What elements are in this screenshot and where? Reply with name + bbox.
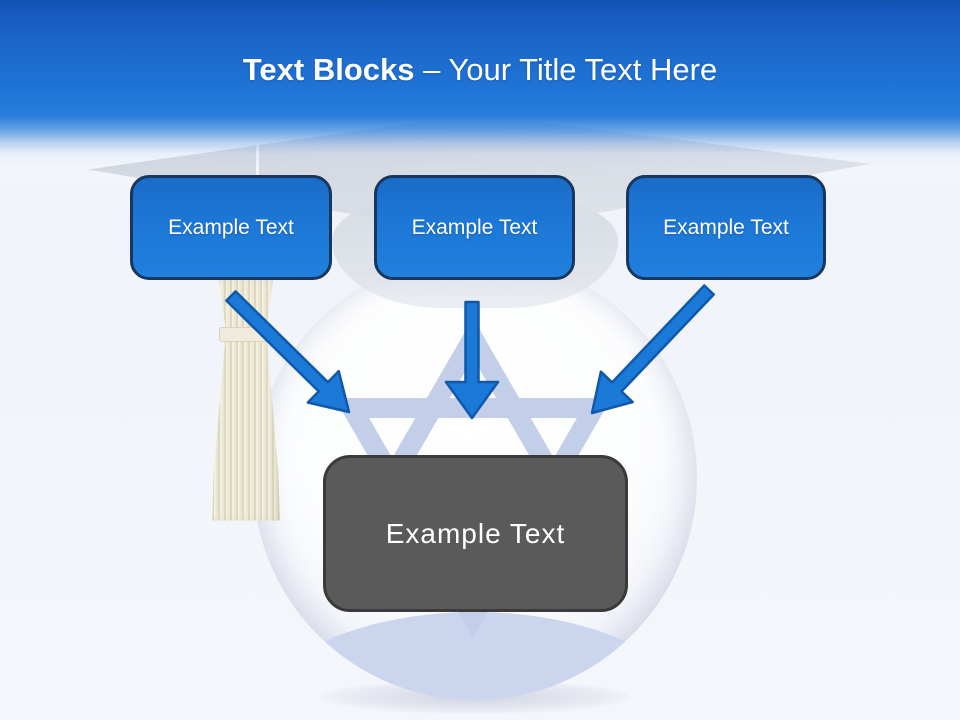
text-block-1[interactable]: Example Text (130, 175, 332, 280)
tassel-band (219, 327, 275, 342)
result-block[interactable]: Example Text (323, 455, 628, 612)
tassel-body (212, 277, 280, 521)
result-block-label: Example Text (385, 517, 566, 549)
slide-title[interactable]: Text Blocks – Your Title Text Here (0, 52, 960, 88)
text-block-3-label: Example Text (663, 215, 789, 239)
tassel (210, 277, 282, 523)
slide-title-bold: Text Blocks (242, 52, 415, 87)
header-gradient-band (0, 0, 960, 170)
text-block-1-label: Example Text (168, 215, 294, 239)
slide-title-regular: – Your Title Text Here (423, 52, 718, 87)
text-block-2-label: Example Text (411, 215, 538, 239)
text-block-3[interactable]: Example Text (626, 175, 826, 280)
text-block-2[interactable]: Example Text (374, 175, 575, 280)
